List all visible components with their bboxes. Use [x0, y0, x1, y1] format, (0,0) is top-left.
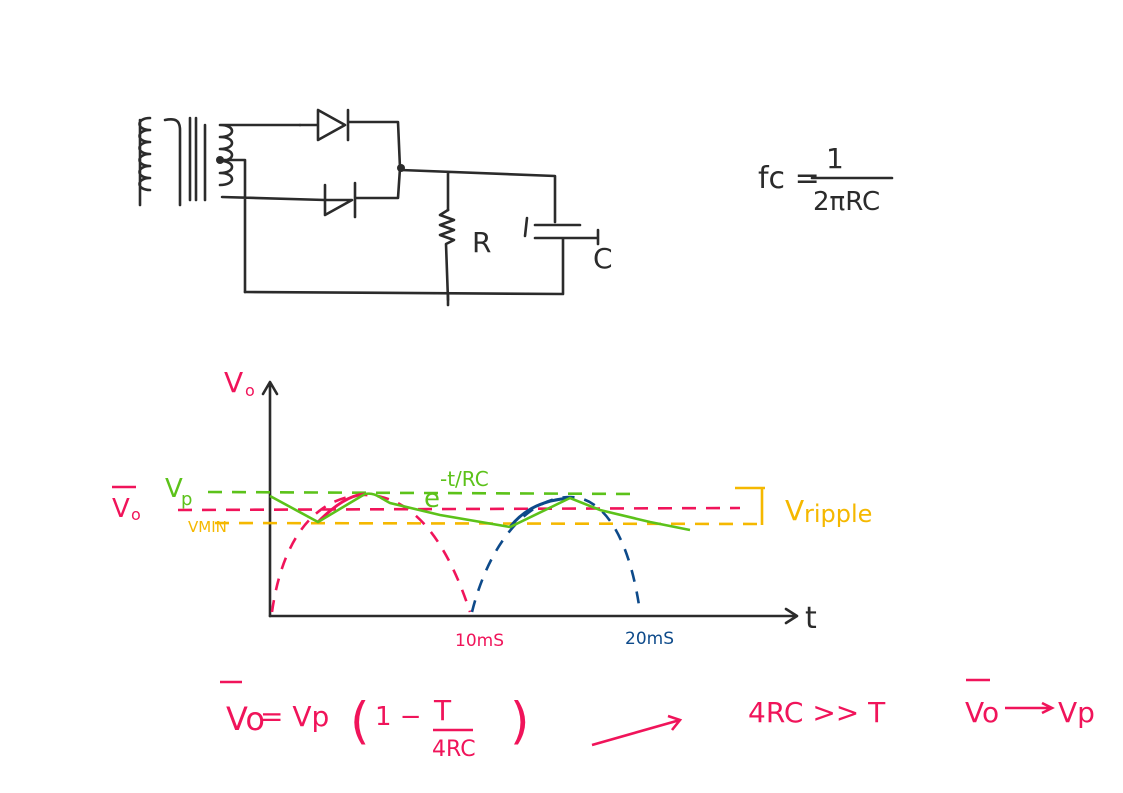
vmin-label: VMIN [188, 518, 227, 536]
fc-denominator: 2πRC [813, 187, 880, 217]
vo-avg-label: V [112, 494, 130, 524]
full-wave-rectifier-circuit: R C [138, 108, 613, 307]
vp-dashed-line [207, 490, 641, 496]
transformer-primary-coil [138, 116, 182, 207]
y-axis-sub: o [245, 381, 255, 400]
capacitor-discharge-curve [269, 492, 691, 532]
avg-paren-close: ) [510, 692, 530, 750]
charging-segment-1 [316, 492, 366, 524]
tick-20ms: 20mS [625, 629, 674, 649]
vp-sub: p [181, 489, 192, 510]
avg-numerator: T [433, 694, 452, 727]
ripple-label: V [785, 494, 804, 527]
limit-arrow-icon [1005, 701, 1055, 715]
cutoff-frequency-formula: fc = 1 2πRC [758, 142, 894, 217]
diode-bottom [323, 166, 402, 219]
decay-e: e [424, 484, 440, 514]
avg-paren-open: ( [350, 692, 370, 750]
vp-label: V [165, 474, 183, 504]
ripple-sub: ripple [804, 500, 872, 528]
transformer-core [188, 116, 198, 202]
tick-10ms: 10mS [455, 631, 504, 651]
avg-one-minus: 1 − [375, 702, 422, 732]
capacitor [523, 216, 600, 295]
x-axis-label: t [805, 601, 817, 636]
transformer-secondary-coil [203, 123, 327, 294]
limit-rhs: Vp [1058, 696, 1095, 729]
avg-denominator: 4RC [432, 737, 476, 762]
y-axis-label: V [224, 366, 243, 399]
fc-numerator: 1 [826, 142, 844, 175]
decay-exponent: -t/RC [440, 467, 489, 491]
y-axis [261, 380, 279, 618]
bottom-formulas: Vo = Vp ( 1 − T 4RC ) 4RC >> T Vo Vp [220, 678, 1095, 762]
charging-segment-2 [508, 496, 571, 528]
resistor [438, 208, 456, 302]
vo-avg-sub: o [131, 505, 141, 524]
limit-lhs: Vo [965, 696, 999, 729]
ground-return-wire [243, 290, 565, 307]
fc-lhs: fc = [758, 161, 820, 196]
center-tap-node [216, 156, 224, 164]
ripple-waveform-graph: V o t V p V o VMIN e -t/RC V ripple 10mS… [112, 366, 872, 651]
resistor-label: R [472, 226, 491, 259]
avg-lhs: Vo [226, 700, 265, 738]
arrow-icon [591, 714, 683, 747]
x-axis [268, 607, 799, 625]
output-wire [399, 168, 557, 224]
ripple-bracket [735, 486, 765, 525]
condition: 4RC >> T [748, 696, 886, 729]
vo-avg-dashed-line [177, 506, 741, 512]
diode-top [298, 108, 402, 170]
avg-eq: = Vp [260, 700, 329, 733]
capacitor-label: C [593, 242, 613, 275]
